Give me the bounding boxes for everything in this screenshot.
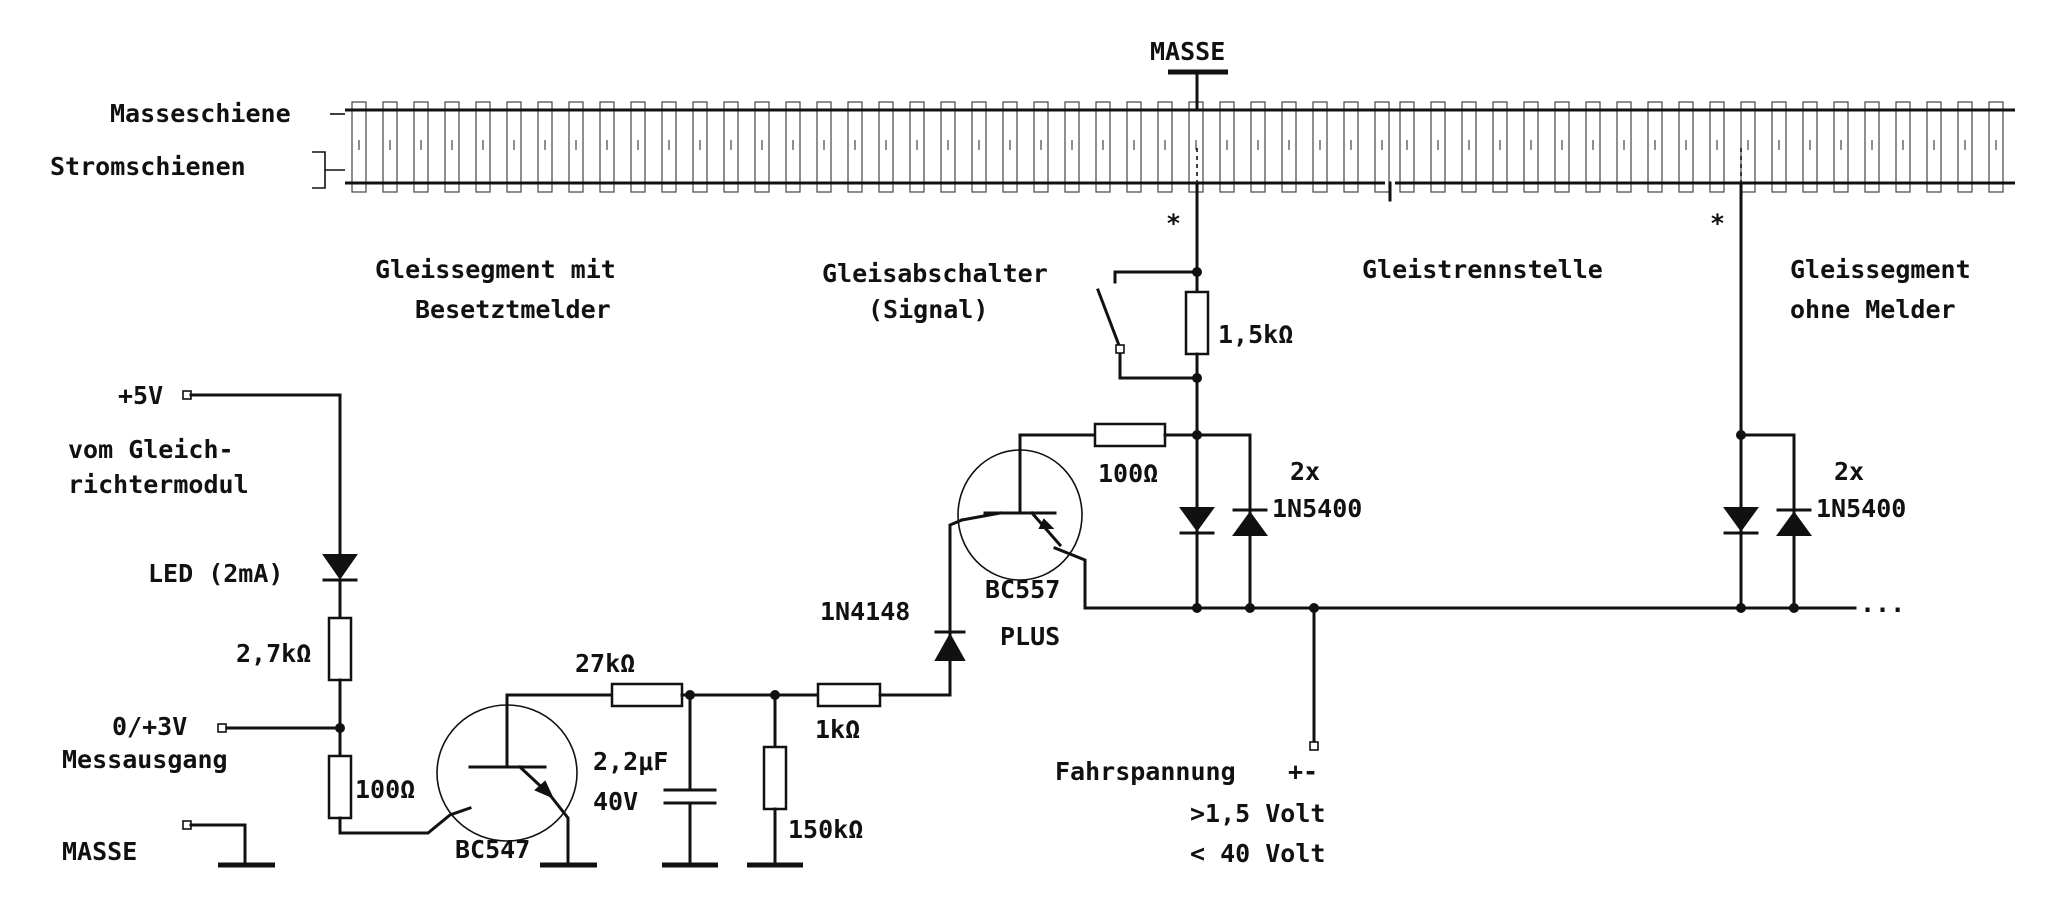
- fahrspannung-terminal: [1309, 741, 1319, 751]
- signal-switch-terminal: [1115, 344, 1125, 354]
- resistor-2k7-label: 2,7kΩ: [236, 639, 311, 668]
- masse-top-label: MASSE: [1150, 37, 1225, 66]
- node-100-top: [1192, 430, 1202, 440]
- led: [322, 554, 358, 580]
- diode-1n4148-label: 1N4148: [820, 597, 910, 626]
- vom-gleich-label-2: richtermodul: [68, 470, 249, 499]
- resistor-100-bottom: [327, 754, 353, 820]
- capacitor-label-2: 40V: [593, 787, 638, 816]
- plus-label: PLUS: [1000, 622, 1060, 651]
- wire-5v: [189, 393, 342, 557]
- diodes-type-1: 1N5400: [1272, 494, 1362, 523]
- signal-switch-blade: [1096, 288, 1122, 350]
- resistor-27k-label: 27kΩ: [575, 649, 635, 678]
- supply-5v-label: +5V: [118, 381, 163, 410]
- wire-switch-bottom: [1118, 350, 1199, 380]
- resistor-100-top: [1093, 422, 1167, 448]
- bc557-label: BC557: [985, 575, 1060, 604]
- node-bus-5: [1789, 603, 1799, 613]
- wire-1n4148-up: [948, 518, 964, 652]
- asterisk-right: *: [1710, 209, 1725, 238]
- fahrspannung-label: Fahrspannung: [1055, 757, 1236, 786]
- vom-gleich-label-1: vom Gleich-: [68, 435, 234, 464]
- measure-out-label-2: Messausgang: [62, 745, 228, 774]
- fahrspannung-min-label: >1,5 Volt: [1190, 799, 1325, 828]
- capacitor-label-1: 2,2μF: [593, 747, 668, 776]
- fahrspannung-plus-minus: +-: [1288, 757, 1318, 786]
- gleisabschalter-label-2: (Signal): [868, 295, 988, 324]
- transistor-bc547: [436, 693, 578, 864]
- masse-bottom-label: MASSE: [62, 837, 137, 866]
- stromschienen-bracket: [312, 151, 345, 189]
- resistor-2k7: [327, 616, 353, 682]
- resistor-27k: [610, 682, 684, 708]
- wire-diode-pair-right-top: [1739, 433, 1796, 610]
- diodes-type-2: 1N5400: [1816, 494, 1906, 523]
- gleisabschalter-label-1: Gleisabschalter: [822, 259, 1048, 288]
- node-switch-top: [1192, 267, 1202, 277]
- wire-bc557-emitter-to-bus: [1053, 546, 1857, 610]
- gleistrennstelle-label: Gleistrennstelle: [1362, 255, 1603, 284]
- segment-with-detector-label-2: Besetztmelder: [415, 295, 611, 324]
- detector-power-section: 1,5kΩ 100Ω 2x 1N5400 2x 1N5400 ...: [1018, 181, 1906, 868]
- sleepers-left: [351, 101, 1390, 193]
- wire-1k-to-1n4148: [878, 658, 952, 697]
- node-bus-1: [1192, 603, 1202, 613]
- resistor-150k: [762, 745, 788, 811]
- resistor-1k-label: 1kΩ: [815, 715, 860, 744]
- wire-100-to-bc547: [338, 806, 472, 835]
- resistor-150k-label: 150kΩ: [788, 815, 863, 844]
- node-diode-pair-right-top: [1736, 430, 1746, 440]
- bc547-label: BC547: [455, 835, 530, 864]
- diodes-count-2: 2x: [1834, 457, 1864, 486]
- led-label: LED (2mA): [148, 559, 283, 588]
- diode-1n5400-a: [1179, 507, 1215, 532]
- resistor-1k5: [1184, 290, 1210, 356]
- measure-terminal: [217, 723, 227, 733]
- diode-1n4148: [934, 632, 966, 661]
- diode-1n5400-b: [1232, 511, 1268, 536]
- resistor-100-top-label: 100Ω: [1098, 459, 1158, 488]
- resistor-100-bottom-label: 100Ω: [355, 775, 415, 804]
- node-bus-4: [1736, 603, 1746, 613]
- transistor-bc557: [957, 449, 1083, 581]
- diode-1n5400-c: [1723, 507, 1759, 532]
- track: [345, 101, 2015, 202]
- segment-without-detector-label-1: Gleissegment: [1790, 255, 1971, 284]
- node-bus-2: [1245, 603, 1255, 613]
- resistor-1k5-label: 1,5kΩ: [1218, 320, 1293, 349]
- diode-1n5400-d: [1776, 511, 1812, 536]
- led-supply-section: [182, 390, 472, 835]
- segment-with-detector-label-1: Gleissegment mit: [375, 255, 616, 284]
- asterisk-left: *: [1166, 209, 1181, 238]
- measure-out-label-1: 0/+3V: [112, 712, 187, 741]
- segment-without-detector-label-2: ohne Melder: [1790, 295, 1956, 324]
- bus-continuation-ellipsis: ...: [1860, 589, 1905, 618]
- masseschiene-label: Masseschiene: [110, 99, 291, 128]
- wire-masse-bottom: [189, 823, 247, 864]
- resistor-1k: [816, 682, 882, 708]
- stromschienen-label: Stromschienen: [50, 152, 246, 181]
- diodes-count-1: 2x: [1290, 457, 1320, 486]
- node-switch-bottom: [1192, 373, 1202, 383]
- sleepers-right: [1399, 101, 2004, 193]
- fahrspannung-max-label: < 40 Volt: [1190, 839, 1325, 868]
